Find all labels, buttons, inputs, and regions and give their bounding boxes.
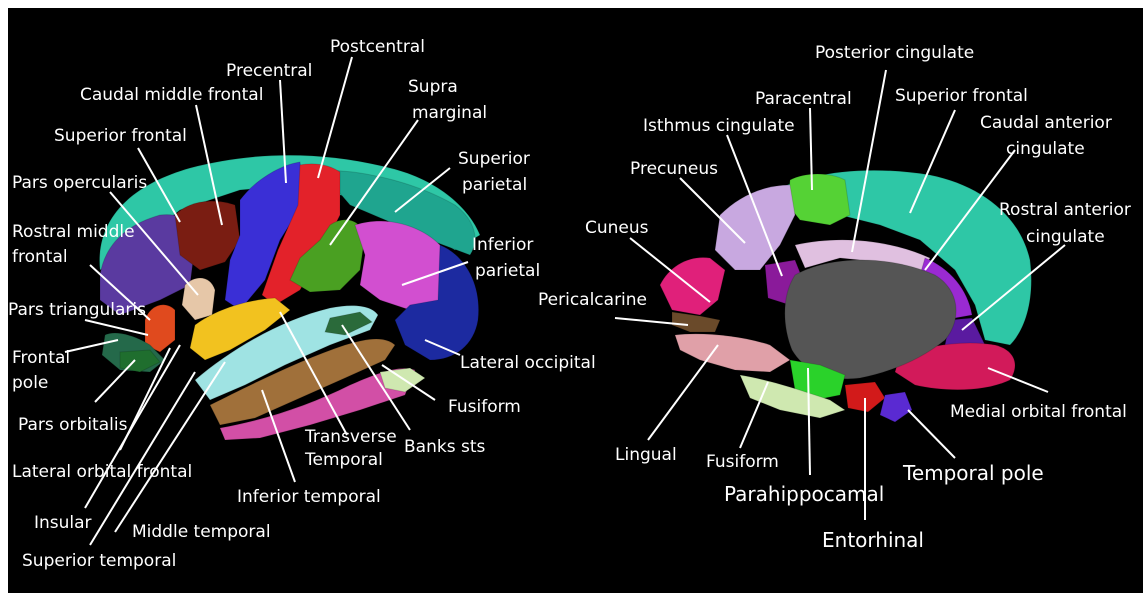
med-temporal-pole (880, 392, 912, 422)
label-banks-sts: Banks sts (404, 437, 485, 457)
label-insular: Insular (34, 513, 92, 533)
label-postcentral: Postcentral (330, 37, 425, 57)
label-cingulate-2: cingulate (1026, 227, 1105, 247)
label-cingulate: cingulate (1006, 139, 1085, 159)
label-paracentral: Paracentral (755, 89, 852, 109)
medial-brain (660, 170, 1031, 422)
label-lateral-occipital: Lateral occipital (460, 353, 596, 373)
label-fusiform-lat: Fusiform (448, 397, 521, 417)
label-medial-orbital-frontal: Medial orbital frontal (950, 402, 1127, 422)
label-inferior-temporal: Inferior temporal (237, 487, 381, 507)
label-temporal: Temporal (304, 450, 383, 470)
label-precuneus: Precuneus (630, 159, 718, 179)
label-parietal-2: parietal (475, 261, 540, 281)
label-posterior-cingulate: Posterior cingulate (815, 43, 974, 63)
label-pars-opercularis: Pars opercularis (12, 173, 147, 193)
label-superior: Superior (458, 149, 530, 169)
label-fusiform-med: Fusiform (706, 452, 779, 472)
lat-pars-opercularis (182, 278, 215, 320)
label-isthmus-cingulate: Isthmus cingulate (643, 116, 795, 136)
label-entorhinal: Entorhinal (822, 528, 924, 552)
label-pars-triangularis: Pars triangularis (8, 300, 146, 320)
label-frontal: frontal (12, 247, 68, 267)
left-labels: Postcentral Precentral Caudal middle fro… (8, 37, 596, 571)
label-transverse: Transverse (304, 427, 397, 447)
label-caudal-anterior: Caudal anterior (980, 113, 1112, 133)
label-cuneus: Cuneus (585, 218, 649, 238)
label-supra: Supra (408, 77, 458, 97)
label-superior-frontal-med: Superior frontal (895, 86, 1028, 106)
med-pericalcarine (672, 312, 720, 332)
label-lingual: Lingual (615, 445, 677, 465)
med-lingual (675, 334, 790, 372)
label-precentral: Precentral (226, 61, 312, 81)
label-superior-temporal: Superior temporal (22, 551, 176, 571)
label-parahippocampal: Parahippocamal (724, 482, 884, 506)
label-lateral-orbital-frontal: Lateral orbital frontal (12, 462, 192, 482)
label-temporal-pole: Temporal pole (902, 461, 1044, 485)
label-frontal-pole: Frontal (12, 348, 70, 368)
med-paracentral (788, 174, 850, 225)
label-inferior: Inferior (472, 235, 533, 255)
label-caudal-middle-frontal: Caudal middle frontal (80, 85, 263, 105)
label-pericalcarine: Pericalcarine (538, 290, 647, 310)
lateral-brain (100, 155, 480, 440)
label-middle-temporal: Middle temporal (132, 522, 271, 542)
med-cuneus (660, 257, 725, 315)
label-pole: pole (12, 373, 48, 393)
label-pars-orbitalis: Pars orbitalis (18, 415, 128, 435)
label-rostral-middle: Rostral middle (12, 222, 135, 242)
med-precuneus (715, 185, 795, 270)
label-marginal: marginal (412, 103, 487, 123)
label-parietal: parietal (462, 175, 527, 195)
label-rostral-anterior: Rostral anterior (999, 200, 1131, 220)
label-superior-frontal-lat: Superior frontal (54, 126, 187, 146)
